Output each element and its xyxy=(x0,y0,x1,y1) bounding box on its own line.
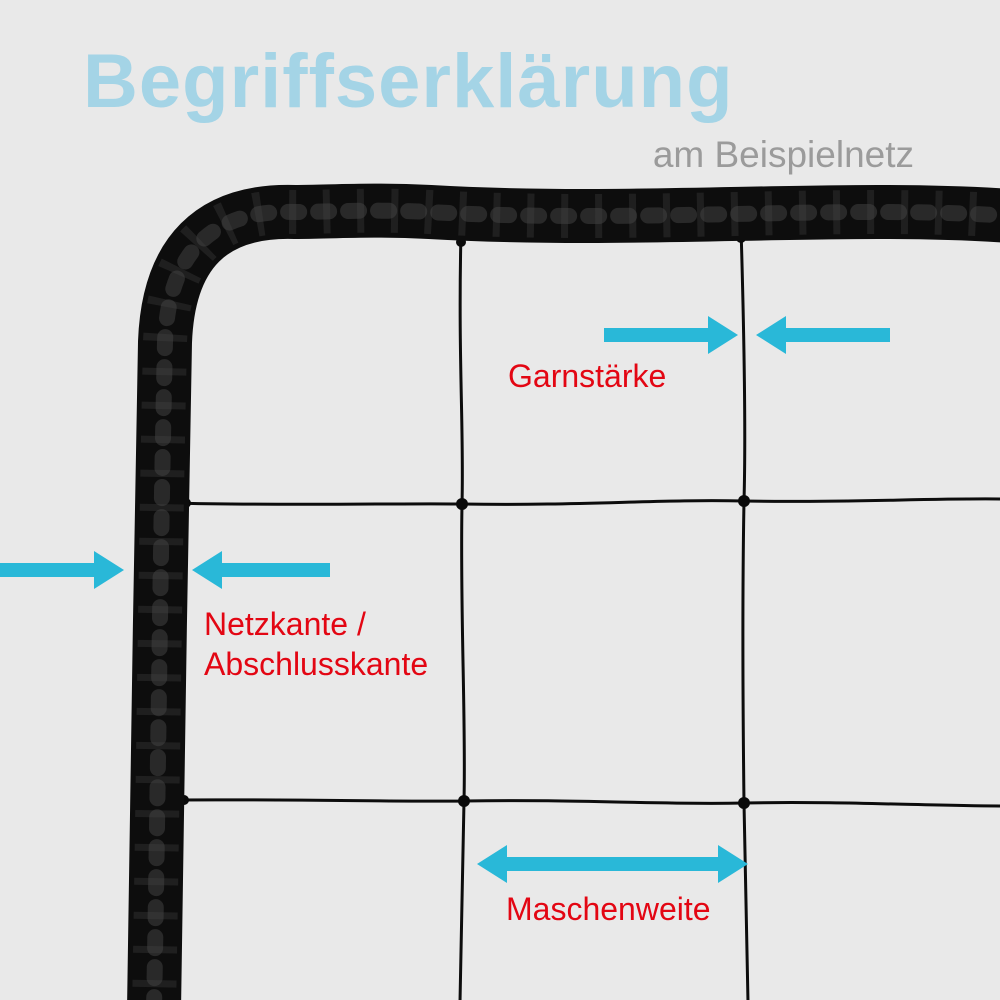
mesh-horizontal-strand-2 xyxy=(164,798,1000,808)
page-subtitle: am Beispielnetz xyxy=(652,134,914,175)
mesh-vertical-strand-1 xyxy=(458,231,466,1000)
maschenweite-arrow xyxy=(477,845,748,883)
netzkante-arrow-left xyxy=(0,551,124,589)
garnstaerke-arrow-left xyxy=(604,316,738,354)
garnstaerke-arrow-right xyxy=(756,316,890,354)
net-mesh xyxy=(164,227,1000,1000)
net-border-rope xyxy=(127,183,1000,1000)
label-garnstaerke: Garnstärke xyxy=(508,358,667,394)
page-title: Begriffserklärung xyxy=(83,39,734,124)
mesh-vertical-strand-2 xyxy=(739,227,750,1000)
label-maschenweite: Maschenweite xyxy=(506,891,711,927)
label-netzkante-line2: Abschlusskante xyxy=(204,646,429,682)
netzkante-arrow-right xyxy=(192,551,330,589)
label-netzkante: Netzkante / Abschlusskante xyxy=(204,604,428,684)
label-netzkante-line1: Netzkante / xyxy=(204,606,366,642)
mesh-horizontal-strand-1 xyxy=(167,497,1000,506)
